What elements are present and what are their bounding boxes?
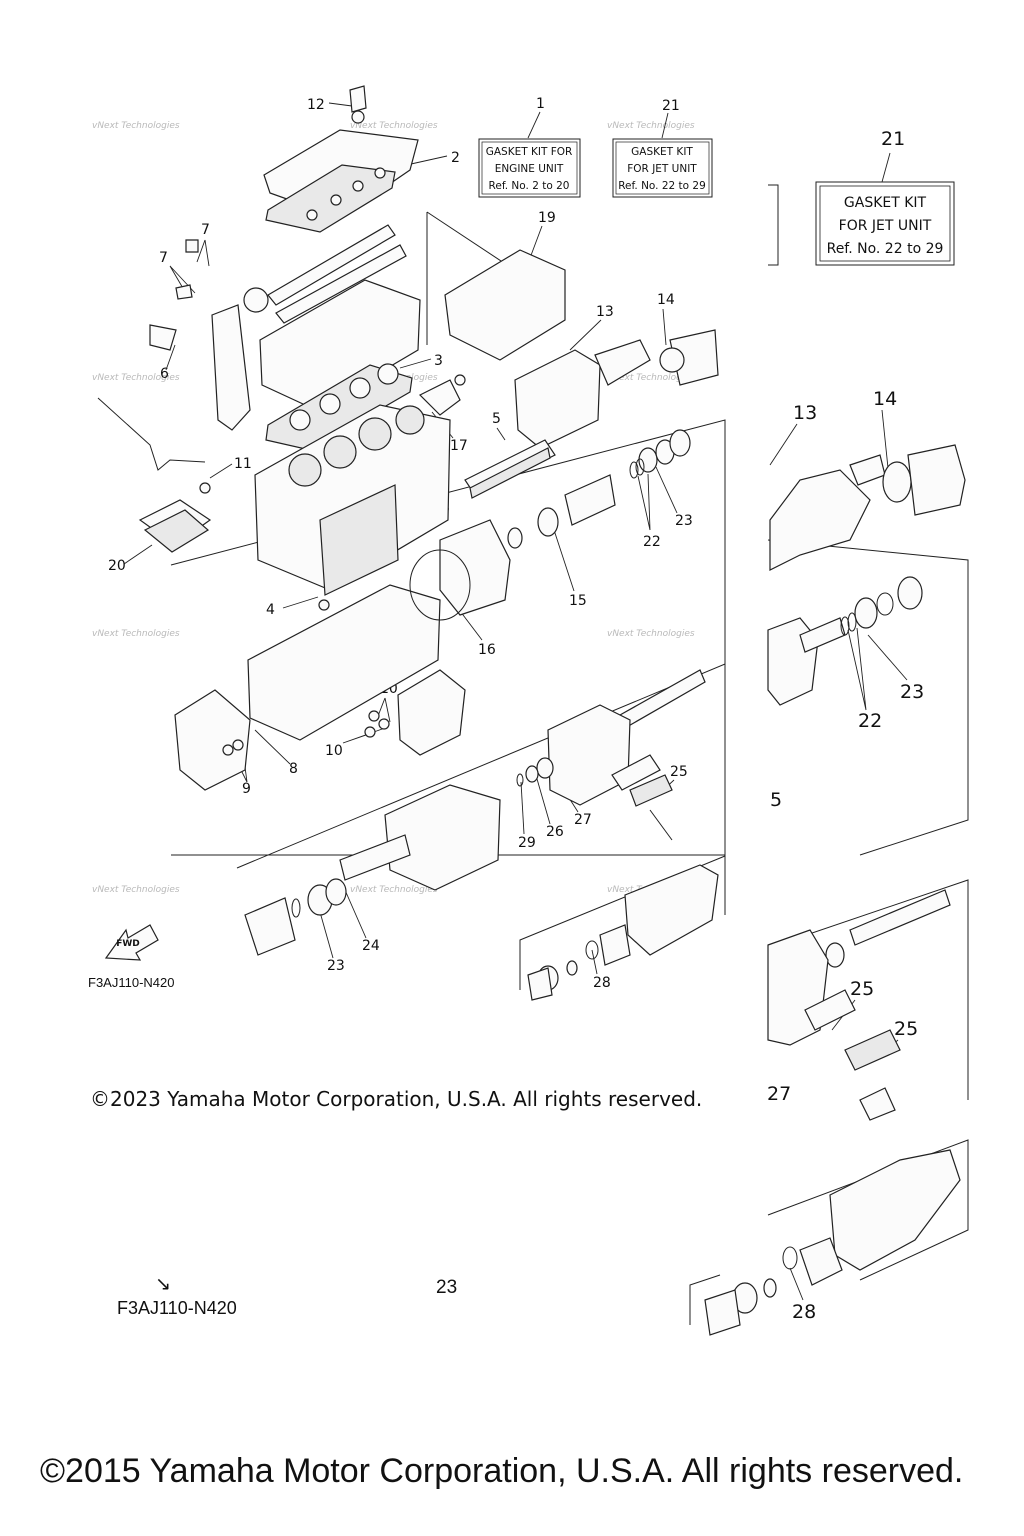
watermark: vNext Technologies bbox=[607, 373, 695, 383]
callout-12: 12 bbox=[307, 97, 325, 113]
callout-17: 17 bbox=[450, 438, 468, 454]
enlarged-jet-housing bbox=[767, 889, 951, 1121]
callout-11: 11 bbox=[234, 456, 252, 472]
callout-large-21: 21 bbox=[881, 128, 905, 150]
callout-21: 21 bbox=[662, 98, 680, 114]
intermediate-housing bbox=[244, 784, 501, 956]
jet-kit-box: GASKET KIT FOR JET UNIT Ref. No. 22 to 2… bbox=[612, 138, 713, 198]
callout-16: 16 bbox=[478, 642, 496, 658]
callout-3: 3 bbox=[434, 353, 443, 369]
watermark: vNext Technologies bbox=[92, 629, 180, 639]
callout-4: 4 bbox=[266, 602, 275, 618]
callout-large-5: 5 bbox=[770, 789, 782, 811]
callouts: 12 1 21 2 19 7 7 14 13 3 6 5 17 11 18 23… bbox=[108, 96, 693, 991]
callout-7a: 7 bbox=[201, 222, 210, 238]
watermark: vNext Technologies bbox=[607, 121, 695, 131]
callout-6: 6 bbox=[160, 366, 169, 382]
callout-23b: 23 bbox=[327, 958, 345, 974]
oil-cooler-plate bbox=[464, 439, 556, 499]
crankcase bbox=[174, 584, 466, 791]
watermark: vNext Technologies bbox=[92, 373, 180, 383]
callout-26: 26 bbox=[546, 824, 564, 840]
callout-24: 24 bbox=[362, 938, 380, 954]
watermark: vNext Technologies bbox=[92, 885, 180, 895]
engine-kit-line1: GASKET KIT FOR bbox=[486, 146, 573, 158]
coupling-bearings bbox=[409, 429, 691, 621]
fwd-arrow: FWD bbox=[104, 924, 159, 961]
callout-1: 1 bbox=[536, 96, 545, 112]
callout-19: 19 bbox=[538, 210, 556, 226]
callout-23a: 23 bbox=[675, 513, 693, 529]
callout-7b: 7 bbox=[159, 250, 168, 266]
callout-25b: 25 bbox=[670, 764, 688, 780]
callout-15: 15 bbox=[569, 593, 587, 609]
engine-kit-line2: ENGINE UNIT bbox=[495, 163, 564, 175]
callout-large-arrow: ↘ bbox=[155, 1273, 171, 1295]
callout-8: 8 bbox=[289, 761, 298, 777]
callout-29: 29 bbox=[518, 835, 536, 851]
callout-large-22: 22 bbox=[858, 710, 882, 732]
callout-27: 27 bbox=[574, 812, 592, 828]
callout-28: 28 bbox=[593, 975, 611, 991]
enlarged-exhaust bbox=[769, 444, 966, 571]
watermark: vNext Technologies bbox=[350, 885, 438, 895]
cylinder-head-cover bbox=[263, 85, 419, 233]
callouts-large: 21 14 13 23 22 5 25 25 27 28 ↘ bbox=[155, 128, 924, 1323]
callout-22: 22 bbox=[643, 534, 661, 550]
callout-9: 9 bbox=[242, 781, 251, 797]
copyright-2015: ©2015 Yamaha Motor Corporation, U.S.A. A… bbox=[40, 1452, 964, 1490]
jet-unit-housing bbox=[516, 669, 706, 841]
callout-14: 14 bbox=[657, 292, 675, 308]
enlarged-coupling bbox=[767, 576, 923, 706]
diagram-code-large: F3AJ110-N420 bbox=[117, 1298, 237, 1318]
enlarged-jet-pump bbox=[704, 1149, 961, 1336]
jet-kit-line1: GASKET KIT bbox=[631, 146, 693, 158]
watermark: vNext Technologies bbox=[607, 629, 695, 639]
jet-kit-box-large: GASKET KIT FOR JET UNIT Ref. No. 22 to 2… bbox=[815, 181, 955, 266]
jet-kit-bracket bbox=[768, 184, 779, 266]
camshafts bbox=[149, 224, 407, 431]
cylinder-block bbox=[138, 404, 451, 611]
jet-pump bbox=[527, 864, 719, 1001]
callout-13: 13 bbox=[596, 304, 614, 320]
callout-5: 5 bbox=[492, 411, 501, 427]
callout-large-14: 14 bbox=[873, 388, 897, 410]
callout-large-25a: 25 bbox=[850, 978, 874, 1000]
callout-large-28: 28 bbox=[792, 1301, 816, 1323]
callout-large-25b: 25 bbox=[894, 1018, 918, 1040]
fwd-label: FWD bbox=[116, 939, 140, 949]
cylinder-head bbox=[259, 279, 466, 451]
callout-large-27: 27 bbox=[767, 1083, 791, 1105]
jet-kit-line3: Ref. No. 22 to 29 bbox=[618, 180, 706, 192]
callout-2: 2 bbox=[451, 150, 460, 166]
jet-kit-large-line2: FOR JET UNIT bbox=[839, 218, 932, 234]
dipstick-hose bbox=[97, 397, 211, 494]
exhaust-manifold bbox=[444, 249, 719, 449]
watermark: vNext Technologies bbox=[92, 121, 180, 131]
jet-kit-large-line1: GASKET KIT bbox=[844, 195, 927, 211]
callout-large-13: 13 bbox=[793, 402, 817, 424]
jet-kit-large-line3: Ref. No. 22 to 29 bbox=[827, 241, 944, 257]
jet-kit-line2: FOR JET UNIT bbox=[627, 163, 697, 175]
callout-large-23-bottom: 23 bbox=[436, 1277, 458, 1298]
diagram-code: F3AJ110-N420 bbox=[88, 975, 175, 990]
watermark: vNext Technologies bbox=[350, 121, 438, 131]
copyright-2023: ©2023 Yamaha Motor Corporation, U.S.A. A… bbox=[90, 1087, 703, 1111]
callout-10b: 10 bbox=[325, 743, 343, 759]
callout-large-23: 23 bbox=[900, 681, 924, 703]
callout-20: 20 bbox=[108, 558, 126, 574]
engine-kit-box: GASKET KIT FOR ENGINE UNIT Ref. No. 2 to… bbox=[478, 138, 581, 198]
engine-kit-line3: Ref. No. 2 to 20 bbox=[489, 180, 570, 192]
